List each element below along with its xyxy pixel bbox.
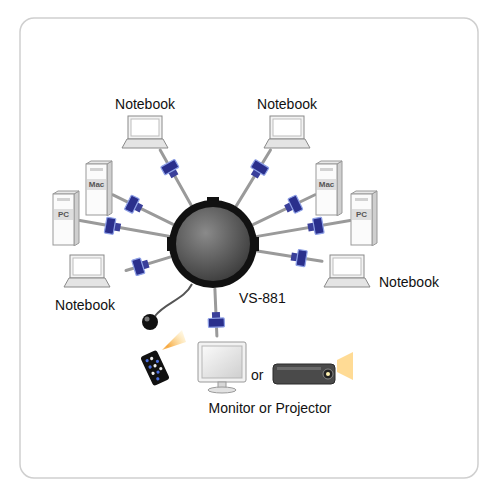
device-label: VS-881 [239,290,286,306]
notebook-icon [322,254,372,288]
video-cable [113,195,173,224]
notebook-node: Notebook [250,96,324,150]
notebook-node: Notebook [322,252,456,292]
display-node: Monitor or Projector [185,336,355,420]
ir-sensor-cable [155,284,192,316]
video-cable [254,195,315,225]
brand-label: Mac [316,180,337,189]
device-label: Notebook [108,96,182,112]
vga-plug [132,256,151,276]
brand-label: PC [351,210,372,219]
desktop-node: Mac [315,160,343,216]
vga-plug [247,160,268,181]
video-cable [236,150,270,206]
notebook-icon [62,254,112,288]
vga-plug [104,217,122,235]
vga-plug [290,249,307,267]
display-caption: Monitor or Projector [185,400,355,416]
notebook-icon [120,115,170,149]
video-cable [257,249,322,267]
vga-plug [282,195,302,216]
desktop-node: PC [52,190,80,246]
device-label: Notebook [379,274,439,290]
notebook-icon [262,115,312,149]
desktop-node: PC [350,190,378,246]
brand-label: Mac [86,180,107,189]
vga-plug [307,217,324,235]
video-cable [160,150,191,205]
notebook-node: Notebook [44,252,126,314]
ir-beam [162,330,186,350]
ir-sensor [142,314,158,330]
switcher-node: VS-881 [167,197,259,289]
video-cable [208,289,225,336]
vga-plug [124,195,145,216]
desktop-node: Mac [85,160,113,216]
monitor-projector-icons [185,336,355,396]
device-label: Notebook [44,297,126,313]
remote-control [140,350,170,387]
panel-frame [20,18,478,478]
vga-plug [161,159,182,180]
video-cable [126,256,170,276]
switcher-body [167,197,259,289]
ir-sensor-lens [145,317,150,322]
device-label: Notebook [250,96,324,112]
notebook-node: Notebook [108,96,182,150]
brand-label: PC [53,210,74,219]
video-cable [257,217,350,236]
vga-plug [208,312,225,328]
video-cable [80,217,169,236]
choice-label: or [251,367,263,383]
